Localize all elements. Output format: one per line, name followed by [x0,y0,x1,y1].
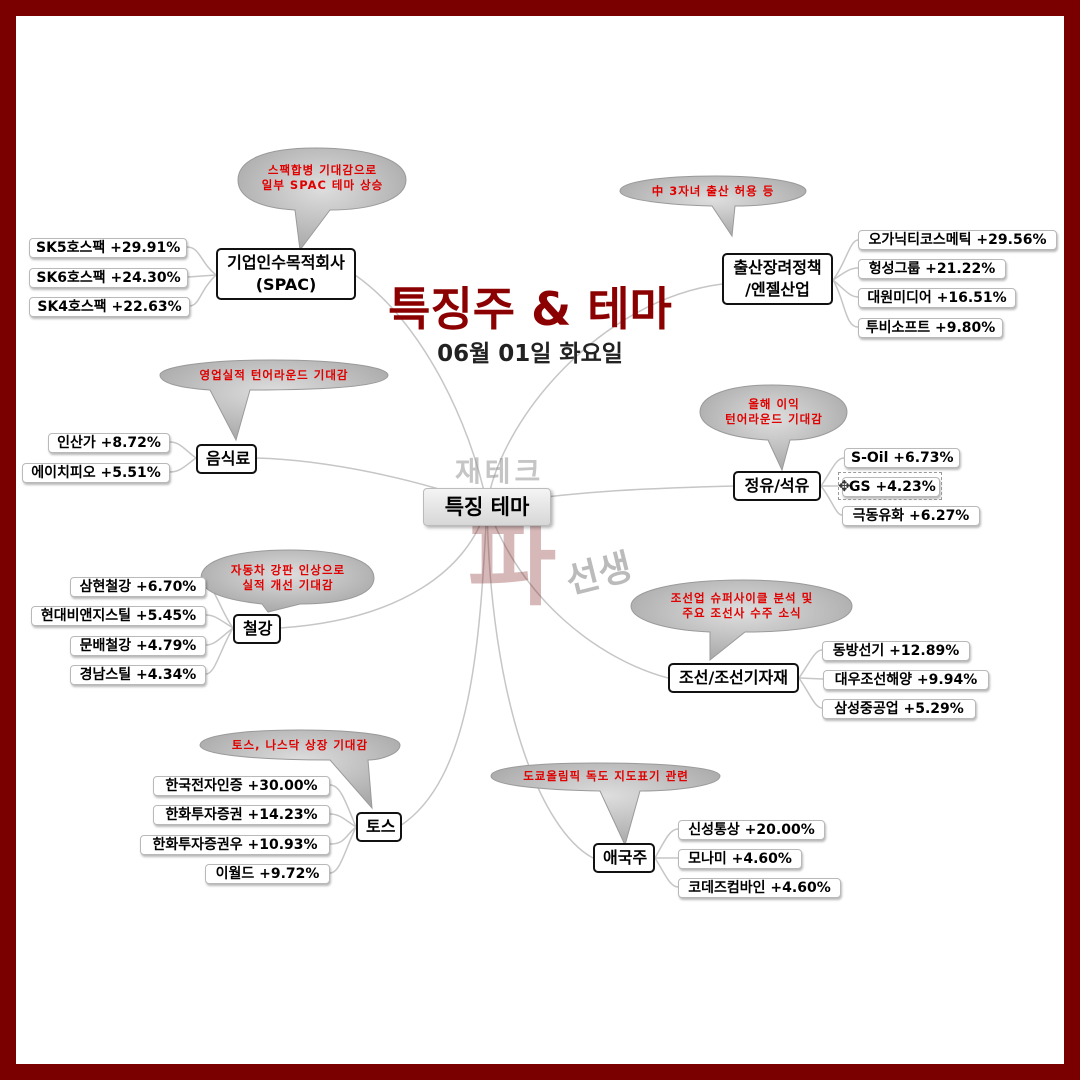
watermark-text: 재테크 [455,455,545,488]
link-birth [486,283,723,506]
leaf-stock[interactable]: 극동유화 +6.27% [842,506,980,526]
link-steel [279,504,488,629]
leaf-stock[interactable]: 에이치피오 +5.51% [22,463,170,483]
link-patriot [486,504,594,859]
leaf-stock[interactable]: 경남스틸 +4.34% [70,665,206,685]
callout-bubble-oil [699,384,848,472]
leaf-stock[interactable]: 대원미디어 +16.51% [858,288,1016,308]
leaf-stock[interactable]: 현대비앤지스틸 +5.45% [31,606,206,626]
callout-bubble-birth [619,175,807,238]
topic-patriot[interactable]: 애국주 [593,843,655,873]
callout-ship: 조선업 슈퍼사이클 분석 및 주요 조선사 수주 소식 [670,591,814,620]
page-title: 특징주 & 테마 [388,282,672,336]
callout-bubbles [159,147,853,847]
date-subtitle: 06월 01일 화요일 [437,341,623,367]
callout-bubble-ship [630,579,853,662]
topic-spac[interactable]: 기업인수목적회사 (SPAC) [216,248,356,300]
leaf-stock[interactable]: 대우조선해양 +9.94% [823,670,989,690]
leaf-stock[interactable]: 오가닉티코스메틱 +29.56% [858,230,1057,250]
callout-bubble-toss [199,729,401,810]
leaf-stock[interactable]: 코데즈컴바인 +4.60% [678,878,841,898]
leaf-stock[interactable]: S-Oil +6.73% [844,448,960,468]
leaf-stock[interactable]: 인산가 +8.72% [48,433,170,453]
leaf-stock[interactable]: GS +4.23% [842,477,940,497]
leaf-stock[interactable]: 신성통상 +20.00% [678,820,825,840]
leaf-stock[interactable]: 모나미 +4.60% [678,849,802,869]
topic-shipbuilding[interactable]: 조선/조선기자재 [668,663,799,693]
callout-toss: 토스, 나스닥 상장 기대감 [231,738,369,752]
link-spac [354,274,488,506]
topic-oil[interactable]: 정유/석유 [733,471,821,501]
callout-birth: 中 3자녀 출산 허용 등 [651,184,775,198]
leaf-stock[interactable]: SK5호스팩 +29.91% [29,238,187,258]
leaf-stock[interactable]: 동방선기 +12.89% [822,641,970,661]
topic-birth-policy[interactable]: 출산장려정책 /엔젤산업 [722,253,833,305]
leaf-stock[interactable]: 헝성그룹 +21.22% [858,259,1006,279]
callout-bubble-food [159,359,389,442]
leaf-stock[interactable]: 한화투자증권우 +10.93% [140,835,330,855]
callout-patriot: 도쿄올림픽 독도 지도표기 관련 [523,769,689,783]
topic-food[interactable]: 음식료 [196,444,257,474]
callout-spac: 스팩합병 기대감으로 일부 SPAC 테마 상승 [261,163,384,192]
link-ship [486,504,669,679]
callout-oil: 올해 이익 턴어라운드 기대감 [725,397,823,426]
callout-steel: 자동차 강판 인상으로 실적 개선 기대감 [230,563,346,592]
move-icon[interactable]: ✥ [838,477,851,495]
leaf-stock[interactable]: 한화투자증권 +14.23% [153,805,330,825]
leaf-stock[interactable]: SK6호스팩 +24.30% [29,268,188,288]
leaf-stock[interactable]: 이월드 +9.72% [205,864,330,884]
leaf-stock[interactable]: 삼현철강 +6.70% [70,577,206,597]
leaf-stock[interactable]: 문배철강 +4.79% [70,636,206,656]
callout-bubble-spac [237,147,407,252]
topic-steel[interactable]: 철강 [233,614,281,644]
topic-toss[interactable]: 토스 [356,812,402,842]
callout-food: 영업실적 턴어라운드 기대감 [199,368,349,382]
central-topic[interactable]: 특징 테마 [423,488,551,526]
link-toss [399,504,488,827]
leaf-stock[interactable]: 한국전자인증 +30.00% [153,776,330,796]
callout-bubble-steel [200,549,375,613]
leaf-stock[interactable]: SK4호스팩 +22.63% [29,297,190,317]
leaf-stock[interactable]: 삼성중공업 +5.29% [822,699,976,719]
leaf-stock[interactable]: 투비소프트 +9.80% [858,318,1003,338]
